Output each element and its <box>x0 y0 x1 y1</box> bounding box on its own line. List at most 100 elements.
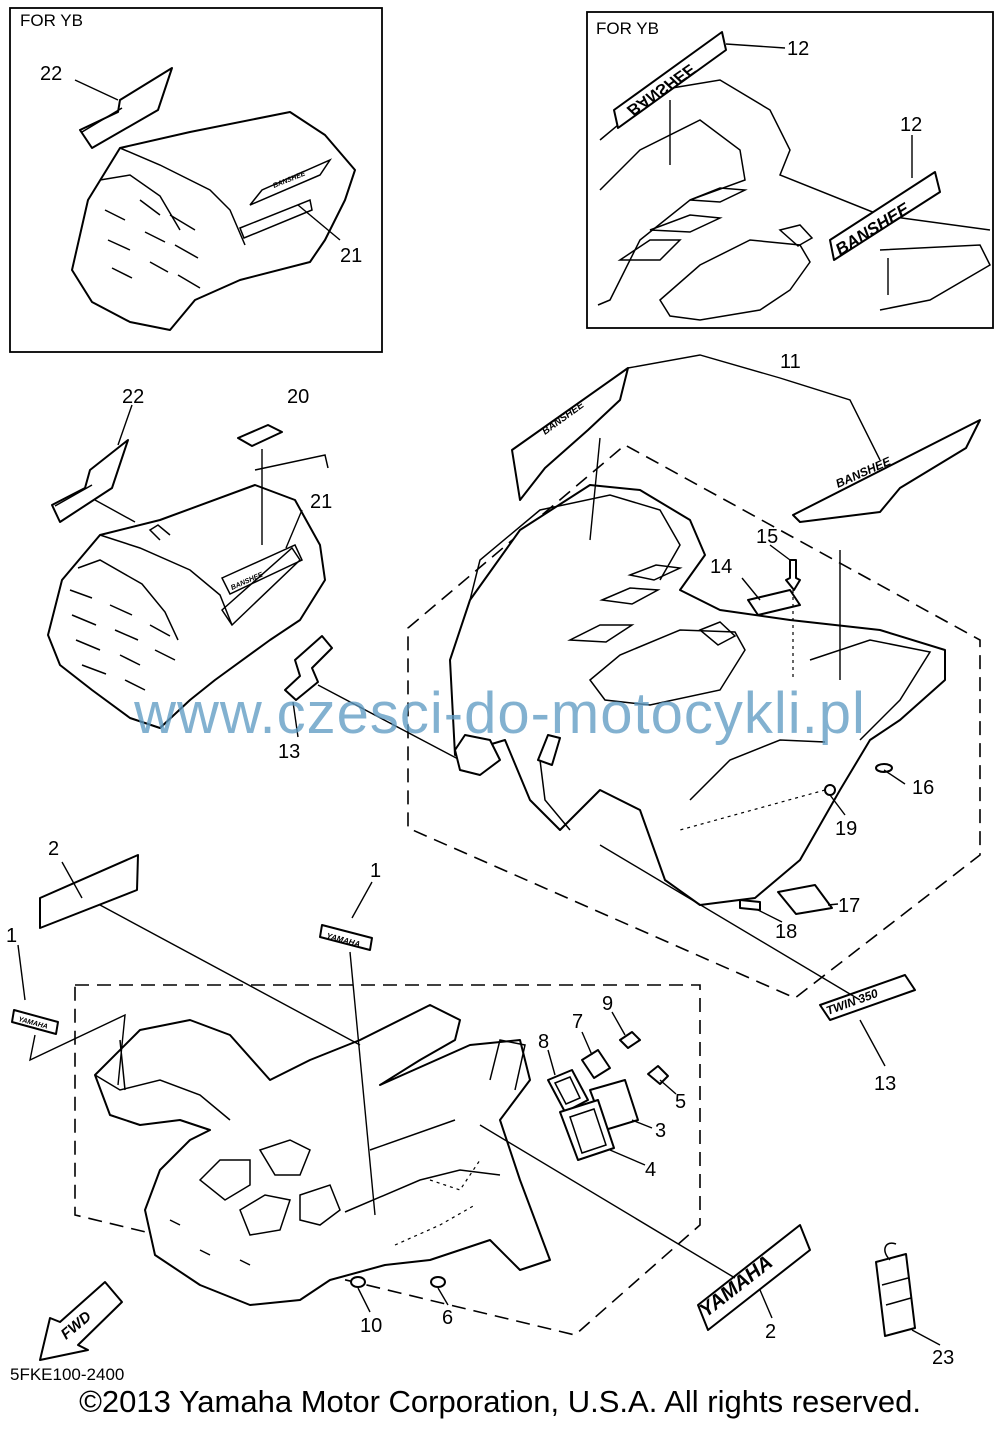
decal-11-right: BANSHEE <box>792 419 981 523</box>
inset-right-decal-text-mid: BANSHEE <box>832 199 913 260</box>
leader-2-bottom <box>759 1289 773 1319</box>
callout-23: 23 <box>932 1347 954 1369</box>
callout-10: 10 <box>360 1315 382 1337</box>
callout-15: 15 <box>756 526 778 548</box>
callout-2-top: 2 <box>48 838 59 860</box>
leader-2-bottom-to-fender <box>479 1124 736 1279</box>
inset-right-frame <box>586 11 994 329</box>
leader-11-left <box>589 437 601 541</box>
leader-21 <box>285 509 303 549</box>
leader-12-top <box>725 43 786 49</box>
inset-right: FOR YB BANSHEE BANSHEE 12 12 <box>586 11 994 329</box>
decal-13-twin-logo: TWIN 350 <box>819 974 916 1021</box>
leader-16 <box>883 769 906 785</box>
grommet-10 <box>350 1276 366 1288</box>
plate-14 <box>747 589 801 616</box>
copyright-notice: ©2013 Yamaha Motor Corporation, U.S.A. A… <box>79 1384 921 1419</box>
decal-22 <box>51 439 129 523</box>
decal-1-yamaha-small-left: YAMAHA <box>11 1009 59 1035</box>
inset-left: FOR YB BANSHEE 22 21 <box>9 7 383 353</box>
leader-14 <box>741 577 761 601</box>
callout-1-left: 1 <box>6 925 17 947</box>
decal-2-top <box>39 854 139 929</box>
callout-12-top: 12 <box>787 38 809 60</box>
decal-1-yamaha-small-right: YAMAHA <box>319 924 373 951</box>
grommet-6 <box>430 1276 446 1288</box>
screw-18 <box>739 899 761 911</box>
leader-7 <box>581 1031 593 1056</box>
callout-3: 3 <box>655 1120 666 1142</box>
decal-13-left <box>284 635 333 701</box>
leader-13-right <box>859 1019 886 1067</box>
bolt-5 <box>647 1065 669 1085</box>
callout-5: 5 <box>675 1091 686 1113</box>
rear-fender-dashed-group <box>74 984 701 1336</box>
plate-17 <box>777 884 833 915</box>
callout-13-right: 13 <box>874 1073 896 1095</box>
leader-17 <box>827 903 839 906</box>
callout-1-right: 1 <box>370 860 381 882</box>
tag-23 <box>875 1242 916 1337</box>
leader-11 <box>627 354 881 461</box>
fwd-arrow-icon: FWD <box>39 1281 123 1361</box>
leader-6 <box>437 1287 449 1306</box>
callout-8: 8 <box>538 1031 549 1053</box>
leader-1-left <box>17 944 26 1001</box>
leader-22 <box>117 404 133 446</box>
rear-fender-assembly: BANSHEE <box>47 454 329 729</box>
callout-14: 14 <box>710 556 732 578</box>
leader-13-left-to-fender <box>317 684 461 761</box>
decal-20 <box>237 424 283 447</box>
decal-11-left: BANSHEE <box>511 367 629 501</box>
leader-15 <box>769 544 791 561</box>
leader-1-right-down <box>349 951 376 1216</box>
inset-left-frame <box>9 7 383 353</box>
callout-20: 20 <box>287 386 309 408</box>
leader-13-left <box>292 701 299 738</box>
callout-9: 9 <box>602 993 613 1015</box>
callout-12-mid: 12 <box>900 114 922 136</box>
inset-right-fender <box>597 79 991 321</box>
callout-13-left: 13 <box>278 741 300 763</box>
decal-2-yamaha-large: YAMAHA <box>696 1224 811 1331</box>
leader-19 <box>829 794 846 816</box>
grommet-16 <box>875 763 893 773</box>
leader-1-left-to-fender <box>29 1013 126 1086</box>
callout-19: 19 <box>835 818 857 840</box>
leader-3 <box>631 1119 653 1129</box>
bolt-9 <box>619 1031 641 1049</box>
leader-21-inset <box>297 204 341 241</box>
inset-left-decal-22 <box>79 67 173 149</box>
leader-4 <box>609 1149 646 1166</box>
leader-9 <box>611 1011 626 1036</box>
callout-4: 4 <box>645 1159 656 1181</box>
leader-5 <box>659 1079 677 1095</box>
inset-left-rear-fender: BANSHEE <box>71 111 356 331</box>
leader-22b <box>94 499 136 523</box>
callout-17: 17 <box>838 895 860 917</box>
grommet-19 <box>824 784 836 796</box>
plate-4 <box>559 1099 615 1161</box>
callout-18: 18 <box>775 921 797 943</box>
callout-16: 16 <box>912 777 934 799</box>
leader-18 <box>757 909 783 923</box>
leader-2-top-to-fender <box>99 904 361 1046</box>
diagram-code: 5FKE100-2400 <box>10 1365 125 1384</box>
front-fender <box>449 484 946 906</box>
leader-8 <box>547 1049 556 1076</box>
callout-21-inset: 21 <box>340 245 362 267</box>
callout-11: 11 <box>780 351 801 373</box>
inset-right-decal-text-top: BANSHEE <box>624 59 699 119</box>
leader-13-right-top <box>599 844 861 1001</box>
callout-7: 7 <box>572 1011 583 1033</box>
inset-right-banshee-decal-mid: BANSHEE <box>829 171 941 261</box>
leader-22-inset <box>74 79 119 101</box>
inset-left-header: FOR YB <box>20 11 83 30</box>
front-fender-dashed-group <box>407 444 981 999</box>
screw-15 <box>785 559 801 591</box>
plate-7 <box>581 1049 611 1079</box>
leader-23 <box>911 1329 941 1346</box>
rear-fender-bottom <box>94 1004 551 1306</box>
plate-8 <box>547 1069 589 1113</box>
